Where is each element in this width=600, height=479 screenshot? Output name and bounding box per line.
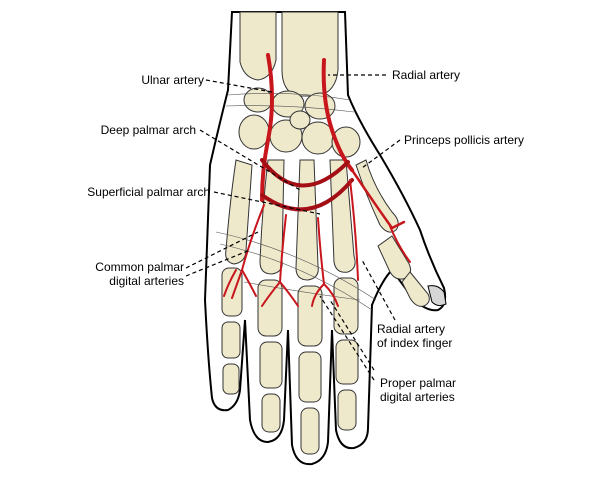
- label-radial-artery: Radial artery: [392, 68, 460, 82]
- index-finger-phalanges: [333, 277, 359, 431]
- carpal-bones: [238, 87, 361, 158]
- thumb-nail: [427, 285, 447, 307]
- label-superficial-palmar-arch: Superficial palmar arch: [87, 185, 210, 199]
- arteries: [223, 53, 411, 307]
- label-princeps-pollicis: Princeps pollicis artery: [404, 133, 524, 147]
- label-deep-palmar-arch: Deep palmar arch: [101, 123, 196, 137]
- label-radial-index-2: of index finger: [377, 336, 452, 350]
- label-proper-palmar-1: Proper palmar: [380, 376, 456, 390]
- leader-lines: [185, 74, 401, 381]
- middle-finger-phalanges: [297, 285, 323, 455]
- ulnar-artery-vessel: [260, 53, 274, 202]
- label-ulnar-artery: Ulnar artery: [141, 73, 204, 87]
- little-finger-phalanges: [221, 267, 243, 395]
- label-proper-palmar-2: digital arteries: [380, 390, 455, 404]
- skin-creases: [215, 93, 377, 311]
- label-common-palmar-2: digital arteries: [109, 274, 184, 288]
- radial-artery-vessel: [321, 58, 354, 172]
- label-radial-index-1: Radial artery: [377, 322, 445, 336]
- ulna-bone: [239, 11, 277, 81]
- label-common-palmar-1: Common palmar: [95, 260, 184, 274]
- thumb-phalanges: [377, 235, 430, 307]
- radius-bone: [281, 11, 339, 97]
- superficial-palmar-arch-vessel: [260, 178, 354, 212]
- deep-palmar-arch-vessel: [260, 158, 350, 188]
- ring-finger-phalanges: [257, 279, 283, 433]
- princeps-pollicis-vessel: [350, 168, 406, 230]
